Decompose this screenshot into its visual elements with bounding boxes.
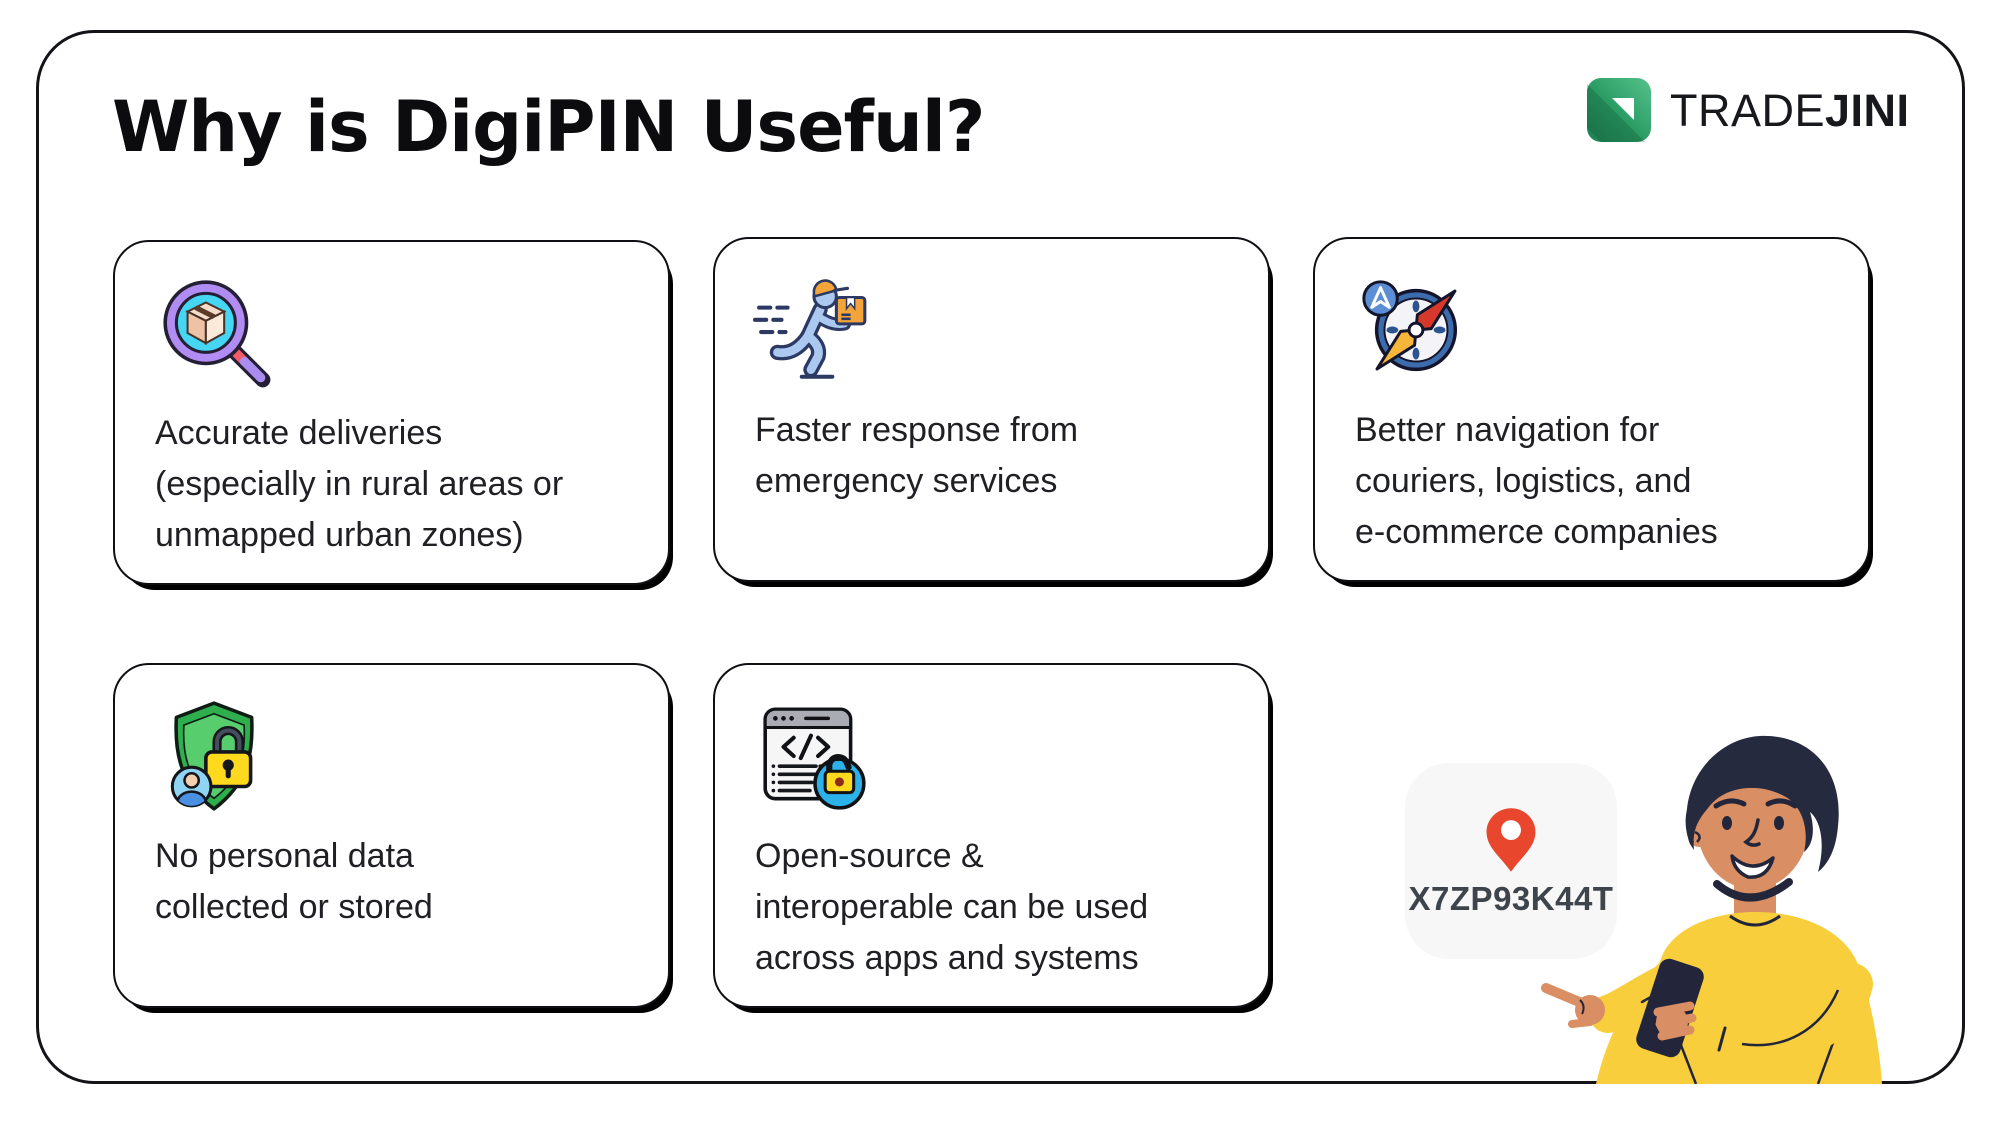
- location-pin-icon: [1482, 804, 1540, 876]
- digipin-code-card: X7ZP93K44T: [1405, 763, 1617, 959]
- card-text-accurate-deliveries: Accurate deliveries (especially in rural…: [155, 414, 564, 554]
- privacy-shield-lock-icon: [153, 695, 275, 817]
- card-better-navigation: Better navigation for couriers, logistic…: [1313, 237, 1870, 582]
- logo-text-jini: JINI: [1825, 84, 1910, 136]
- magnifier-box-icon: [153, 272, 275, 394]
- logo-text-trade: TRADE: [1670, 84, 1826, 136]
- card-text-open-source: Open-source & interoperable can be used …: [755, 837, 1149, 977]
- delivery-runner-icon: [753, 269, 875, 391]
- card-text-no-personal-data: No personal data collected or stored: [155, 837, 433, 926]
- tradejini-logo-icon: [1586, 78, 1652, 142]
- card-text-better-navigation: Better navigation for couriers, logistic…: [1355, 411, 1718, 551]
- compass-icon: [1353, 269, 1475, 391]
- card-no-personal-data: No personal data collected or stored: [113, 663, 670, 1008]
- man-with-phone-illustration: [1520, 722, 1900, 1084]
- card-text-faster-response: Faster response from emergency services: [755, 411, 1079, 500]
- pointing-finger: [1541, 983, 1589, 1009]
- digipin-code: X7ZP93K44T: [1408, 880, 1614, 917]
- tradejini-logo: TRADEJINI: [1586, 78, 1910, 142]
- tradejini-logo-text: TRADEJINI: [1670, 88, 1910, 133]
- card-faster-response: Faster response from emergency services: [713, 237, 1270, 582]
- page-title: Why is DigiPIN Useful?: [112, 86, 985, 168]
- card-open-source: Open-source & interoperable can be used …: [713, 663, 1270, 1008]
- card-accurate-deliveries: Accurate deliveries (especially in rural…: [113, 240, 670, 585]
- open-source-code-lock-icon: [753, 695, 875, 817]
